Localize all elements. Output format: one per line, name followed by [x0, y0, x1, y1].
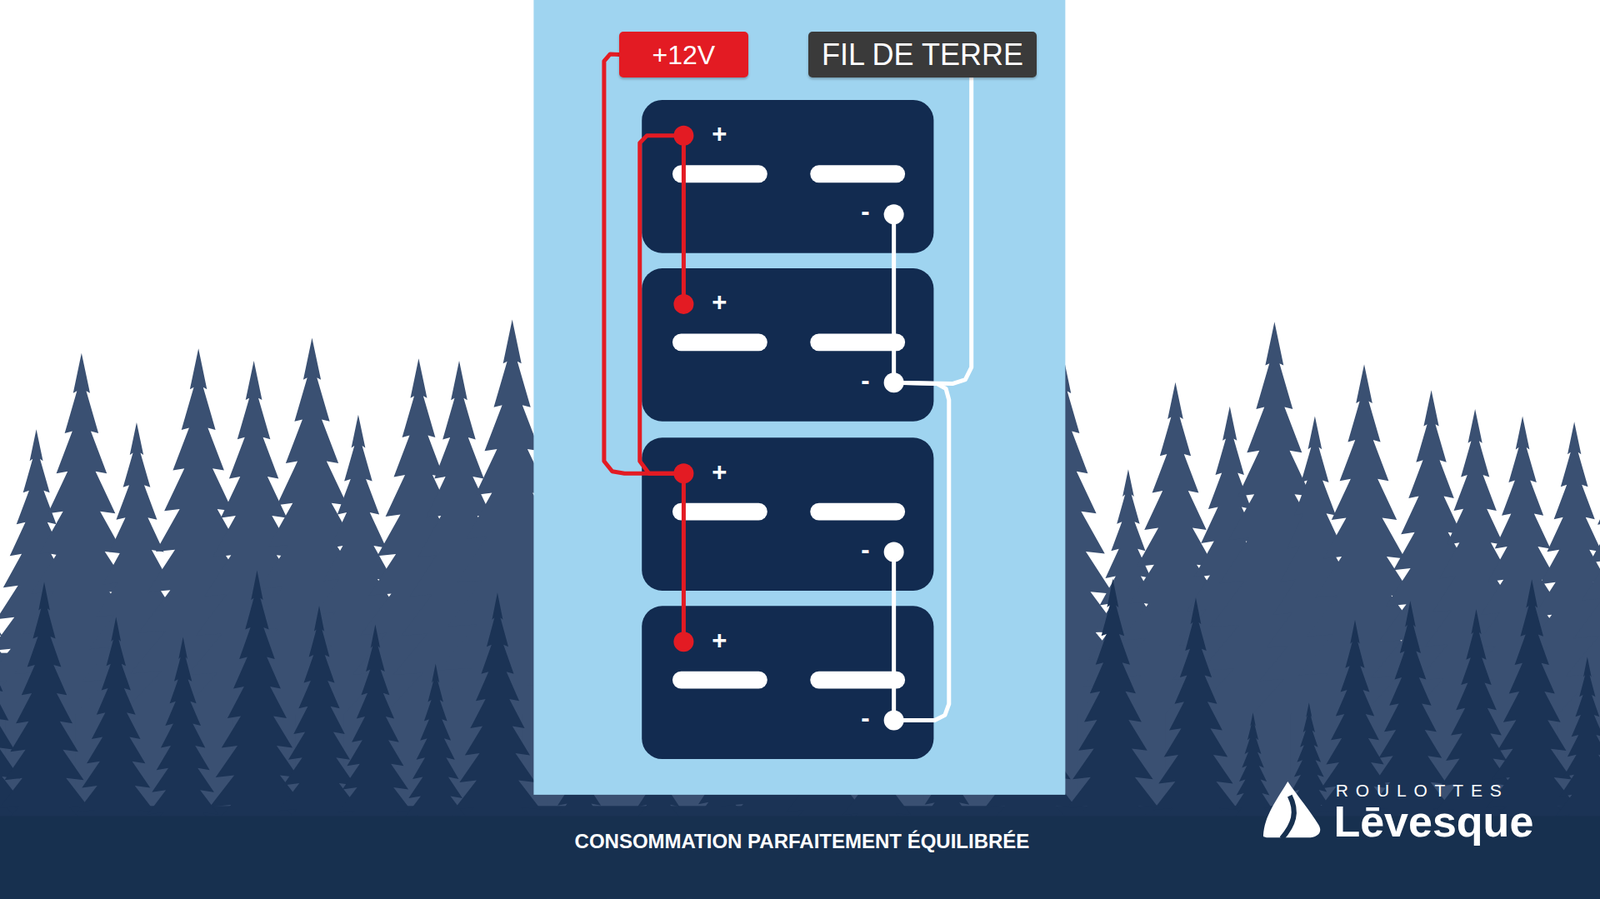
polarity-sign: -: [860, 198, 870, 225]
negative-terminal: [884, 710, 905, 730]
positive-wire: [681, 135, 686, 305]
polarity-sign: -: [860, 535, 870, 562]
terminal-bar: [810, 503, 905, 521]
wire-label: FIL DE TERRE: [821, 40, 1024, 70]
terminal-bar: [672, 671, 768, 690]
positive-wire: [681, 473, 686, 642]
ground-wire: [891, 551, 896, 720]
caption: CONSOMMATION PARFAITEMENT ÉQUILIBRÉE: [575, 831, 1030, 852]
terminal-bar: [810, 165, 905, 183]
polarity-sign: +: [711, 120, 727, 147]
battery-node: +-: [641, 437, 934, 591]
positive-terminal: [673, 294, 694, 315]
battery-node: +-: [641, 605, 934, 760]
brand-tagline: ROULOTTES: [1335, 780, 1510, 799]
negative-terminal: [884, 204, 905, 225]
label-box: FIL DE TERRE: [808, 31, 1037, 78]
positive-terminal: [673, 631, 694, 652]
polarity-sign: -: [860, 704, 870, 730]
polarity-sign: +: [711, 289, 727, 315]
terminal-bar: [810, 333, 905, 351]
positive-terminal: [673, 125, 694, 146]
battery-node: +-: [641, 100, 934, 254]
positive-wire: [604, 54, 685, 474]
diagram-panel: [533, 0, 1065, 795]
forest-front: [0, 561, 1600, 899]
ground-wire: [891, 214, 896, 383]
terminal-bar: [672, 333, 768, 351]
polarity-sign: +: [711, 626, 727, 653]
polarity-sign: +: [711, 458, 727, 485]
terminal-bar: [810, 671, 905, 690]
logo-icon-cut: [1281, 795, 1295, 839]
wire-label: +12V: [652, 41, 716, 69]
brand-name: Lēvesque: [1333, 800, 1534, 844]
battery-node: +-: [641, 268, 934, 422]
terminal-bar: [672, 165, 768, 183]
ground-wire: [894, 77, 972, 384]
negative-terminal: [884, 541, 905, 562]
polarity-sign: -: [860, 366, 870, 393]
label-box: +12V: [619, 31, 748, 78]
negative-terminal: [884, 372, 905, 393]
terminal-bar: [672, 503, 768, 521]
positive-terminal: [673, 463, 694, 484]
